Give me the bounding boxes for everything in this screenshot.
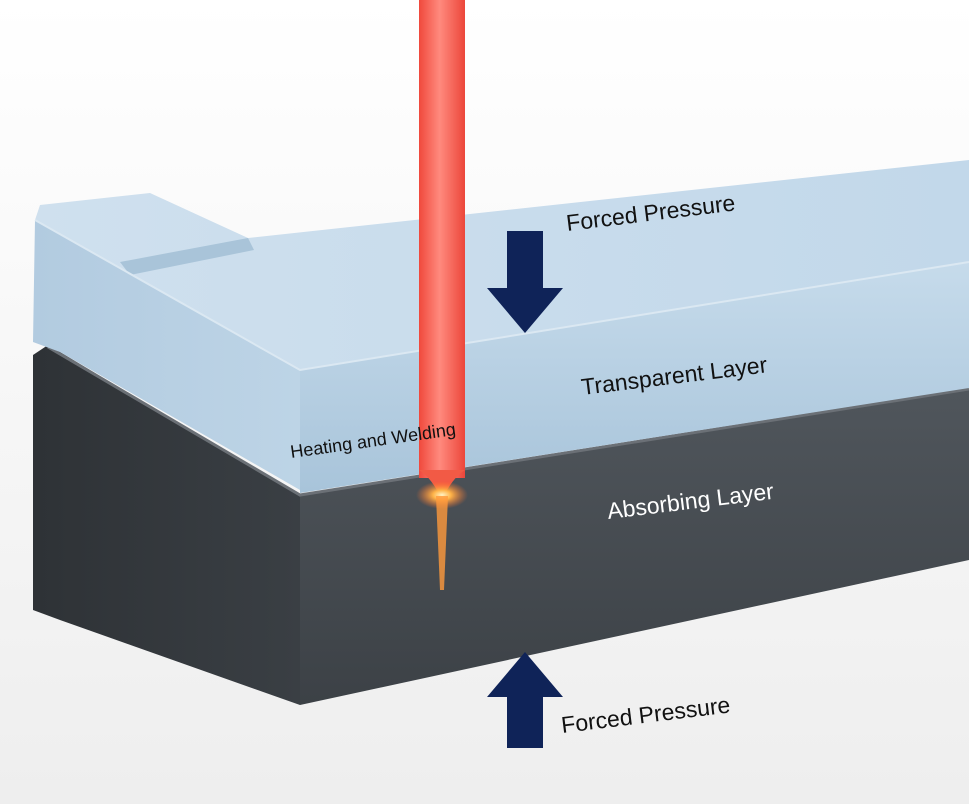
absorbing-layer-front	[300, 390, 969, 705]
transparent-layer-edge	[34, 219, 969, 372]
transparent-layer	[33, 160, 969, 493]
absorbing-layer-edge	[47, 345, 969, 497]
transparent-layer-side	[33, 220, 300, 490]
weld-glow-halo	[416, 481, 468, 509]
laser-beam	[419, 0, 465, 500]
transparent-layer-front	[300, 262, 969, 493]
absorbing-layer-side	[33, 345, 300, 705]
weld-glow-seam	[436, 496, 448, 590]
transparent-layer-step	[120, 238, 254, 275]
transparent-layer-top	[35, 160, 969, 370]
pressure-arrow-down-icon	[487, 231, 563, 333]
laser-beam-shaft	[419, 0, 465, 478]
pressure-arrow-up-icon	[487, 652, 563, 748]
absorbing-layer	[33, 345, 969, 705]
weld-glow	[416, 481, 468, 590]
